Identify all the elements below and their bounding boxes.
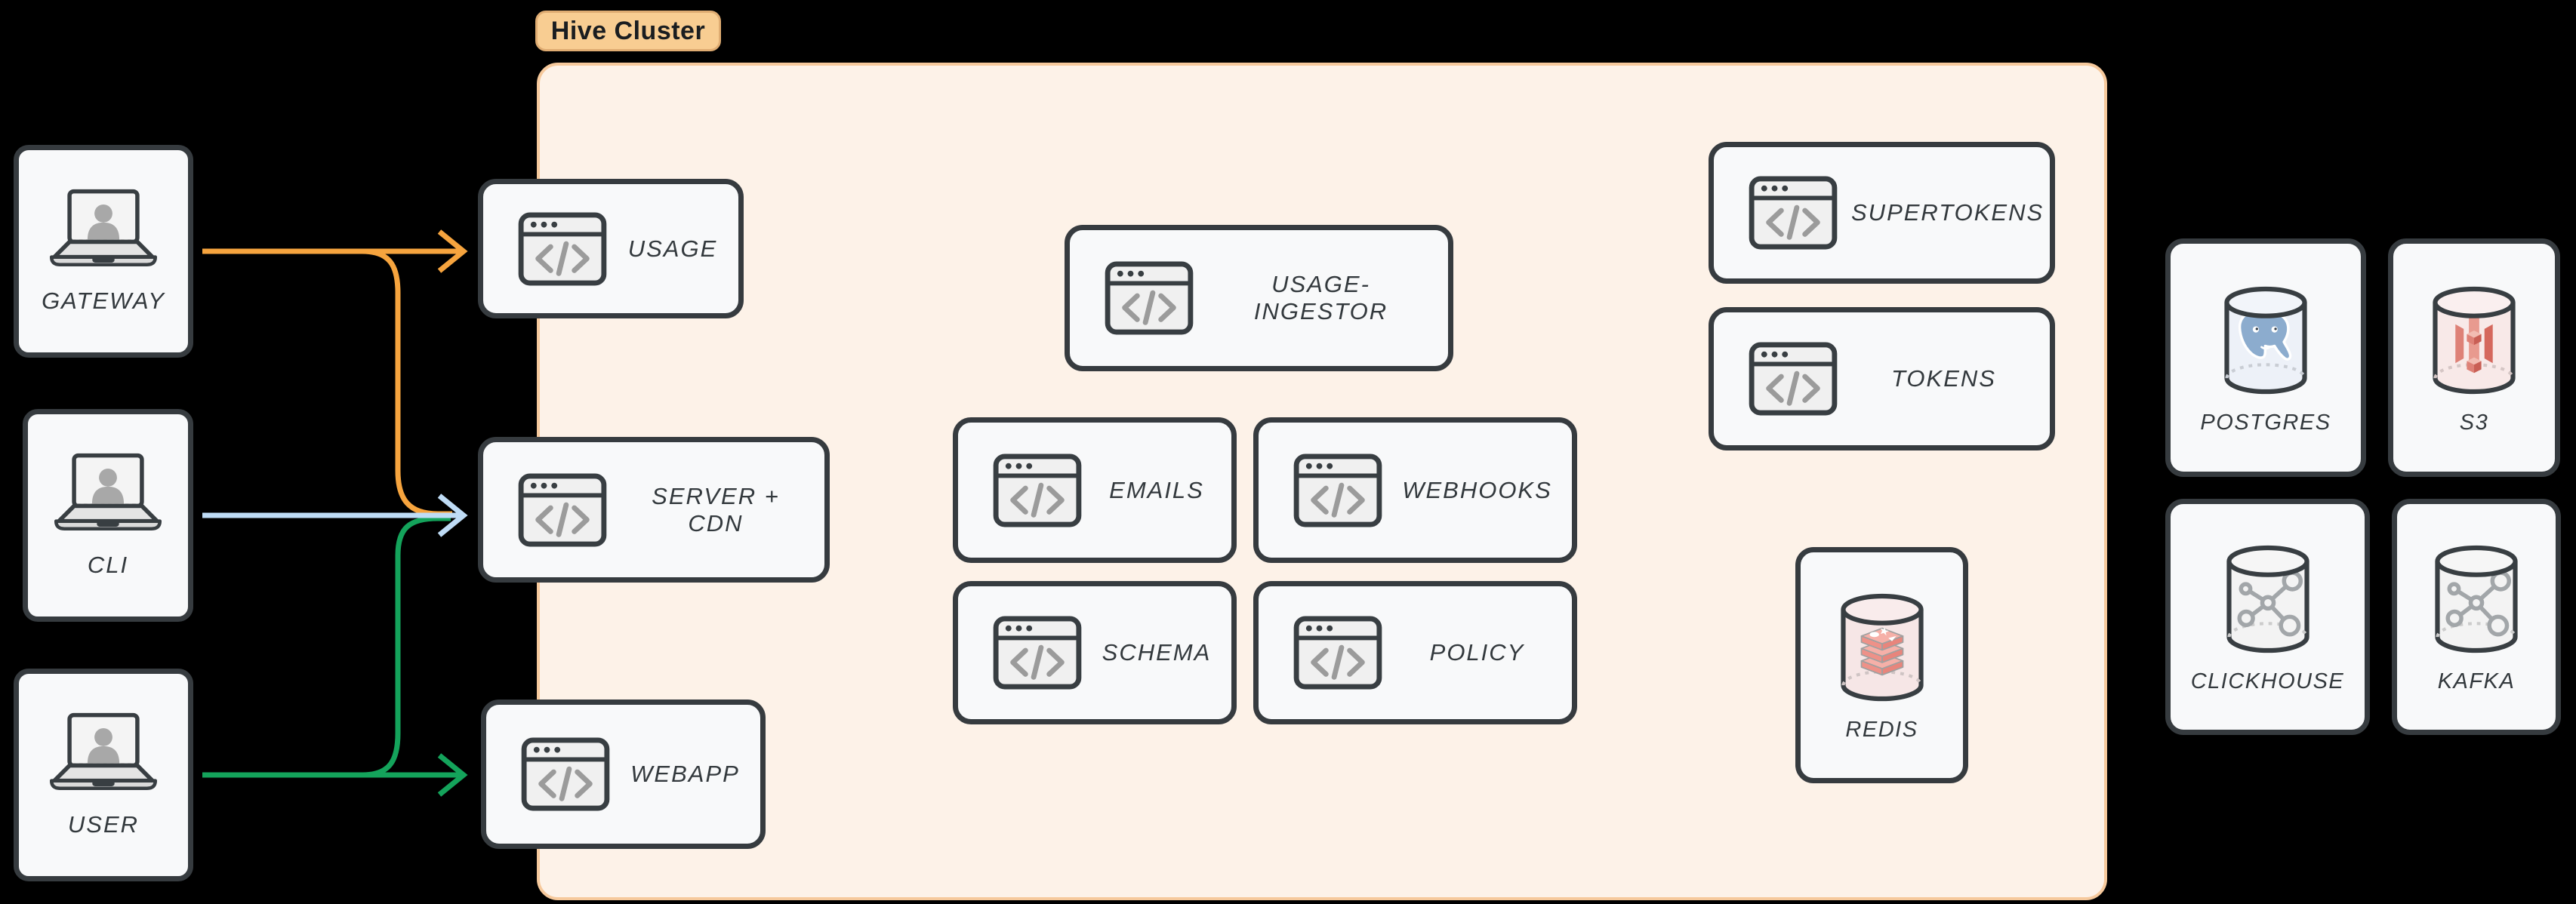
node-label: WEBHOOKS [1402, 476, 1552, 503]
node-usage: USAGE [478, 179, 744, 318]
postgres-elephant-logo [2238, 309, 2292, 361]
node-label: USAGE-INGESTOR [1253, 271, 1388, 324]
node-label: POSTGRES [2200, 410, 2331, 435]
code-window-icon [1293, 454, 1382, 527]
node-label: REDIS [1845, 718, 1918, 742]
node-webhooks: WEBHOOKS [1253, 417, 1577, 563]
code-window-icon [1749, 176, 1838, 250]
node-policy: POLICY [1253, 581, 1577, 724]
code-window-icon [1749, 342, 1838, 416]
node-webapp: WEBAPP [481, 700, 766, 849]
code-window-icon [518, 473, 607, 547]
node-postgres: POSTGRES [2165, 238, 2366, 477]
laptop-user-icon [49, 452, 167, 535]
node-clickhouse: CLICKHOUSE [2165, 499, 2370, 735]
node-label: SERVER + CDN [652, 482, 780, 537]
code-window-icon [1293, 616, 1382, 690]
code-window-icon [521, 737, 610, 811]
kafka-database-icon [2435, 545, 2518, 653]
node-label: S3 [2459, 410, 2489, 435]
node-label: USAGE [627, 235, 718, 262]
clickhouse-database-icon [2226, 545, 2309, 653]
code-window-icon [518, 212, 607, 286]
s3-logo [2455, 316, 2493, 373]
node-label: TOKENS [1891, 365, 1996, 392]
node-cli: CLI [23, 409, 193, 622]
edge-user-server-cdn [362, 515, 451, 778]
node-supertokens: SUPERTOKENS [1709, 142, 2055, 284]
edge-user-webapp-arrowhead [437, 753, 468, 797]
edge-gateway-usage-arrowhead [437, 229, 468, 273]
node-label: GATEWAY [42, 287, 165, 314]
node-label: WEBAPP [630, 761, 740, 787]
edge-gateway-server-cdn [362, 248, 452, 517]
laptop-user-icon [45, 712, 162, 795]
laptop-user-icon [45, 188, 162, 271]
node-user: USER [14, 669, 193, 881]
node-usage-ingestor: USAGE-INGESTOR [1065, 225, 1453, 371]
node-label: SUPERTOKENS [1851, 199, 2044, 226]
node-label: SCHEMA [1102, 639, 1212, 666]
node-emails: EMAILS [953, 417, 1237, 563]
code-window-icon [993, 616, 1082, 690]
node-tokens: TOKENS [1709, 307, 2055, 450]
node-gateway: GATEWAY [14, 145, 193, 358]
node-label: CLI [87, 552, 129, 578]
node-label: KAFKA [2437, 669, 2516, 693]
node-s3: S3 [2388, 238, 2560, 477]
node-label: EMAILS [1109, 476, 1204, 503]
node-schema: SCHEMA [953, 581, 1237, 724]
node-kafka: KAFKA [2392, 499, 2561, 735]
code-window-icon [1105, 261, 1194, 335]
node-label: POLICY [1429, 639, 1525, 666]
node-server-cdn: SERVER + CDN [478, 437, 830, 583]
redis-database-icon [1840, 593, 1924, 702]
redis-logo [1860, 627, 1903, 676]
s3-bucket-icon [2433, 286, 2516, 394]
edge-cli-server-cdn-arrowhead [437, 494, 468, 537]
code-window-icon [993, 454, 1082, 527]
postgres-database-icon [2224, 286, 2307, 394]
node-redis: REDIS [1795, 547, 1968, 783]
node-label: CLICKHOUSE [2190, 669, 2345, 693]
node-label: USER [67, 811, 140, 838]
hive-cluster-label: Hive Cluster [535, 11, 721, 51]
